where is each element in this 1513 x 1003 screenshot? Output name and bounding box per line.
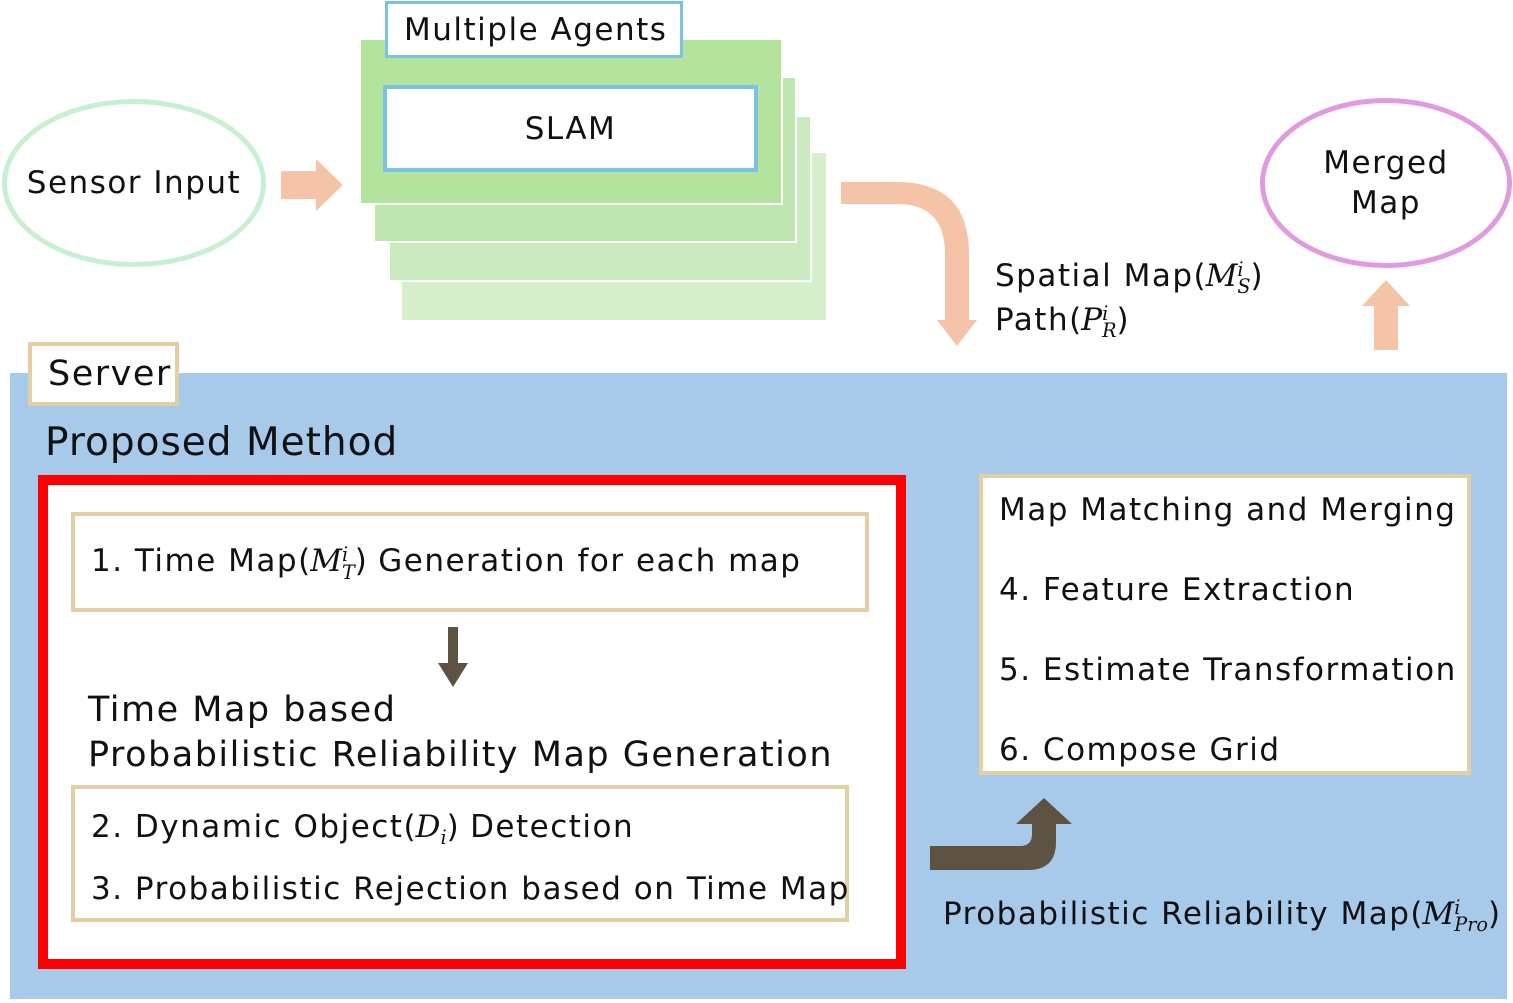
- prm-output-symbol: M: [1422, 896, 1455, 932]
- down-arrow-icon: [438, 627, 468, 687]
- step2-suffix: Detection: [470, 809, 635, 845]
- prm-heading: Time Map based Probabilistic Reliability…: [88, 688, 833, 778]
- server-label: Server: [48, 354, 172, 394]
- step2-prefix: 2. Dynamic Object: [91, 809, 404, 845]
- prm-output-text: Probabilistic Reliability Map: [943, 896, 1411, 932]
- prm-output-sup: i: [1454, 896, 1461, 919]
- multiple-agents-label-box: Multiple Agents: [385, 1, 683, 58]
- sensor-input-label: Sensor Input: [26, 165, 242, 201]
- path-sup: i: [1102, 302, 1109, 325]
- server-label-box: Server: [28, 342, 179, 406]
- prm-heading-line1: Time Map based: [88, 690, 397, 730]
- multiple-agents-label: Multiple Agents: [404, 11, 668, 48]
- sensor-input-node: Sensor Input: [2, 99, 266, 267]
- prm-output-sub: Pro: [1454, 913, 1488, 937]
- agents-to-server-arrow: [841, 182, 977, 346]
- step2-symbol: D: [415, 809, 441, 845]
- merged-map-node: Merged Map: [1260, 98, 1512, 268]
- step1-symbol: M: [310, 543, 342, 580]
- spatial-map-text: Spatial Map: [995, 258, 1194, 294]
- spatial-map-sup: i: [1237, 258, 1244, 281]
- path-text: Path: [995, 302, 1070, 338]
- prm-heading-line2: Probabilistic Reliability Map Generation: [88, 735, 833, 775]
- step4-text: 4. Feature Extraction: [999, 572, 1356, 608]
- step2-sub: i: [440, 826, 447, 850]
- path-symbol: P: [1081, 302, 1103, 338]
- path-sub: R: [1102, 319, 1117, 343]
- server-to-merged-map-arrow: [1362, 280, 1410, 350]
- step6-text: 6. Compose Grid: [999, 732, 1281, 768]
- merged-map-label-line1: Merged: [1323, 145, 1449, 181]
- step1-sub: T: [341, 560, 355, 584]
- step1-suffix: Generation for each map: [378, 543, 802, 580]
- step1-sup: i: [341, 543, 349, 567]
- step5-text: 5. Estimate Transformation: [999, 652, 1457, 688]
- steps-2-3-box: 2. Dynamic Object(Di) Detection 3. Proba…: [71, 785, 849, 922]
- map-matching-box: Map Matching and Merging 4. Feature Extr…: [979, 474, 1471, 775]
- step2-text: 2. Dynamic Object(Di) Detection: [91, 809, 635, 850]
- prm-to-matching-arrow: [930, 798, 1072, 870]
- merged-map-label-line2: Map: [1351, 185, 1421, 221]
- step3-text: 3. Probabilistic Rejection based on Time…: [91, 871, 850, 907]
- proposed-method-title: Proposed Method: [45, 420, 399, 465]
- spatial-map-symbol: M: [1205, 258, 1238, 294]
- slam-box: SLAM: [383, 85, 758, 172]
- spatial-map-sub: S: [1237, 275, 1251, 299]
- step1-prefix: 1. Time Map: [91, 543, 299, 580]
- map-matching-title: Map Matching and Merging: [999, 492, 1457, 528]
- sensor-to-agents-arrow: [281, 159, 343, 211]
- slam-label: SLAM: [524, 110, 617, 147]
